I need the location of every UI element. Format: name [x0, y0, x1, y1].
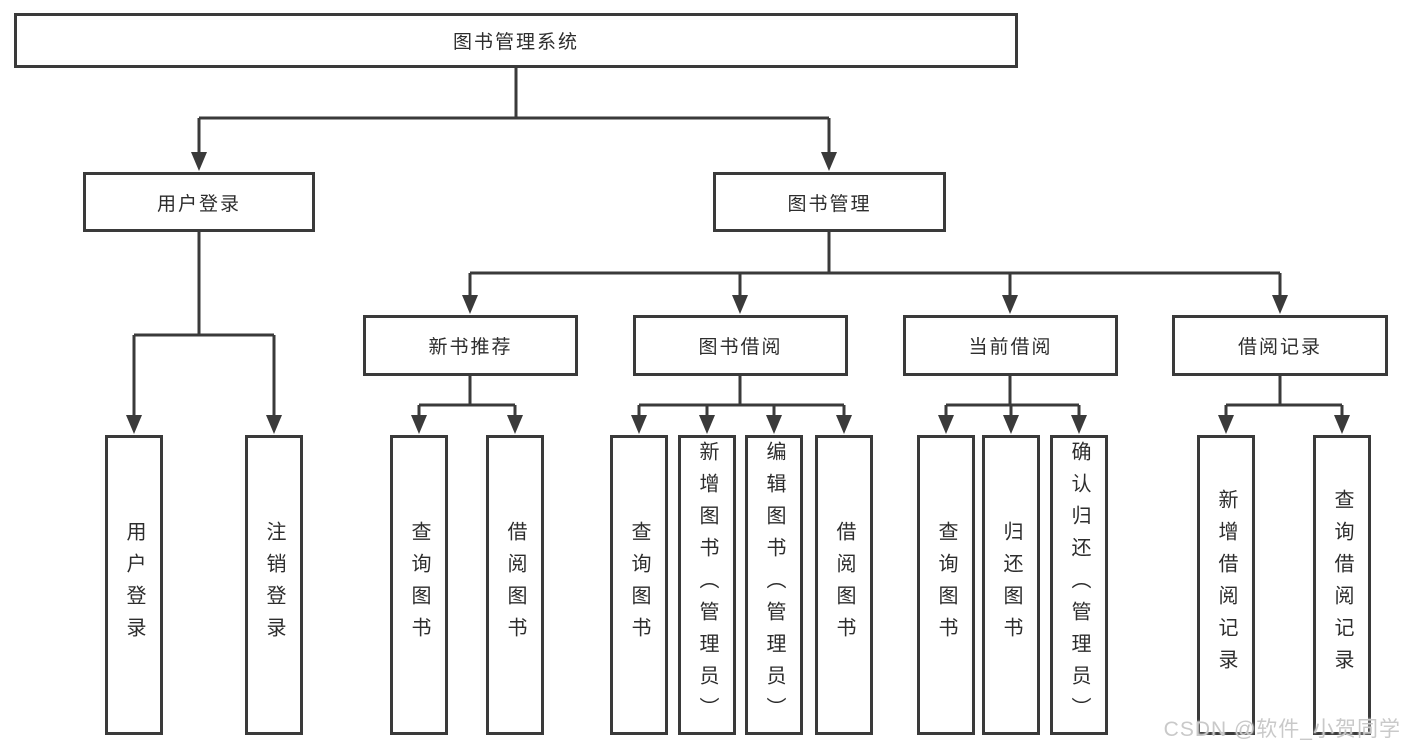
leaf-label: 新增借阅记录 — [1215, 489, 1237, 681]
leaf-label: 查询图书 — [935, 521, 957, 649]
node-current-borrow: 当前借阅 — [903, 315, 1118, 376]
leaf-label: 查询图书 — [628, 521, 650, 649]
leaf-label: 编辑图书（管理员） — [763, 441, 785, 729]
leaf-query-borrow-record: 查询借阅记录 — [1313, 435, 1371, 735]
node-borrow-records: 借阅记录 — [1172, 315, 1388, 376]
leaf-label: 借阅图书 — [833, 521, 855, 649]
node-user-login-label: 用户登录 — [156, 193, 241, 215]
leaf-label: 新增图书（管理员） — [696, 441, 718, 729]
leaf-add-borrow-record: 新增借阅记录 — [1197, 435, 1255, 735]
node-root: 图书管理系统 — [14, 13, 1018, 68]
leaf-confirm-return-admin: 确认归还（管理员） — [1050, 435, 1108, 735]
leaf-edit-books-admin: 编辑图书（管理员） — [745, 435, 803, 735]
leaf-query-books-borrow: 查询图书 — [610, 435, 668, 735]
leaf-borrow-books-recommend: 借阅图书 — [486, 435, 544, 735]
leaf-label: 借阅图书 — [504, 521, 526, 649]
node-book-borrow: 图书借阅 — [633, 315, 848, 376]
leaf-label: 查询图书 — [408, 521, 430, 649]
leaf-label: 归还图书 — [1000, 521, 1022, 649]
node-book-management-label: 图书管理 — [787, 193, 872, 215]
leaf-add-books-admin: 新增图书（管理员） — [678, 435, 736, 735]
leaf-label: 确认归还（管理员） — [1068, 441, 1090, 729]
leaf-label: 用户登录 — [123, 521, 145, 649]
node-new-book-recommend-label: 新书推荐 — [428, 337, 513, 358]
leaf-label: 注销登录 — [263, 521, 285, 649]
node-borrow-records-label: 借阅记录 — [1237, 337, 1322, 358]
node-current-borrow-label: 当前借阅 — [968, 337, 1053, 358]
leaf-logout: 注销登录 — [245, 435, 303, 735]
leaf-query-books-current: 查询图书 — [917, 435, 975, 735]
csdn-watermark: CSDN @软件_小贺同学 — [1163, 718, 1401, 741]
node-root-label: 图书管理系统 — [452, 32, 579, 53]
leaf-label: 查询借阅记录 — [1331, 489, 1353, 681]
node-book-management: 图书管理 — [713, 172, 946, 232]
arrowheads — [126, 152, 1350, 434]
leaf-user-login: 用户登录 — [105, 435, 163, 735]
leaf-return-books: 归还图书 — [982, 435, 1040, 735]
node-book-borrow-label: 图书借阅 — [698, 337, 783, 358]
node-user-login: 用户登录 — [83, 172, 315, 232]
leaf-borrow-books: 借阅图书 — [815, 435, 873, 735]
leaf-query-books-recommend: 查询图书 — [390, 435, 448, 735]
node-new-book-recommend: 新书推荐 — [363, 315, 578, 376]
